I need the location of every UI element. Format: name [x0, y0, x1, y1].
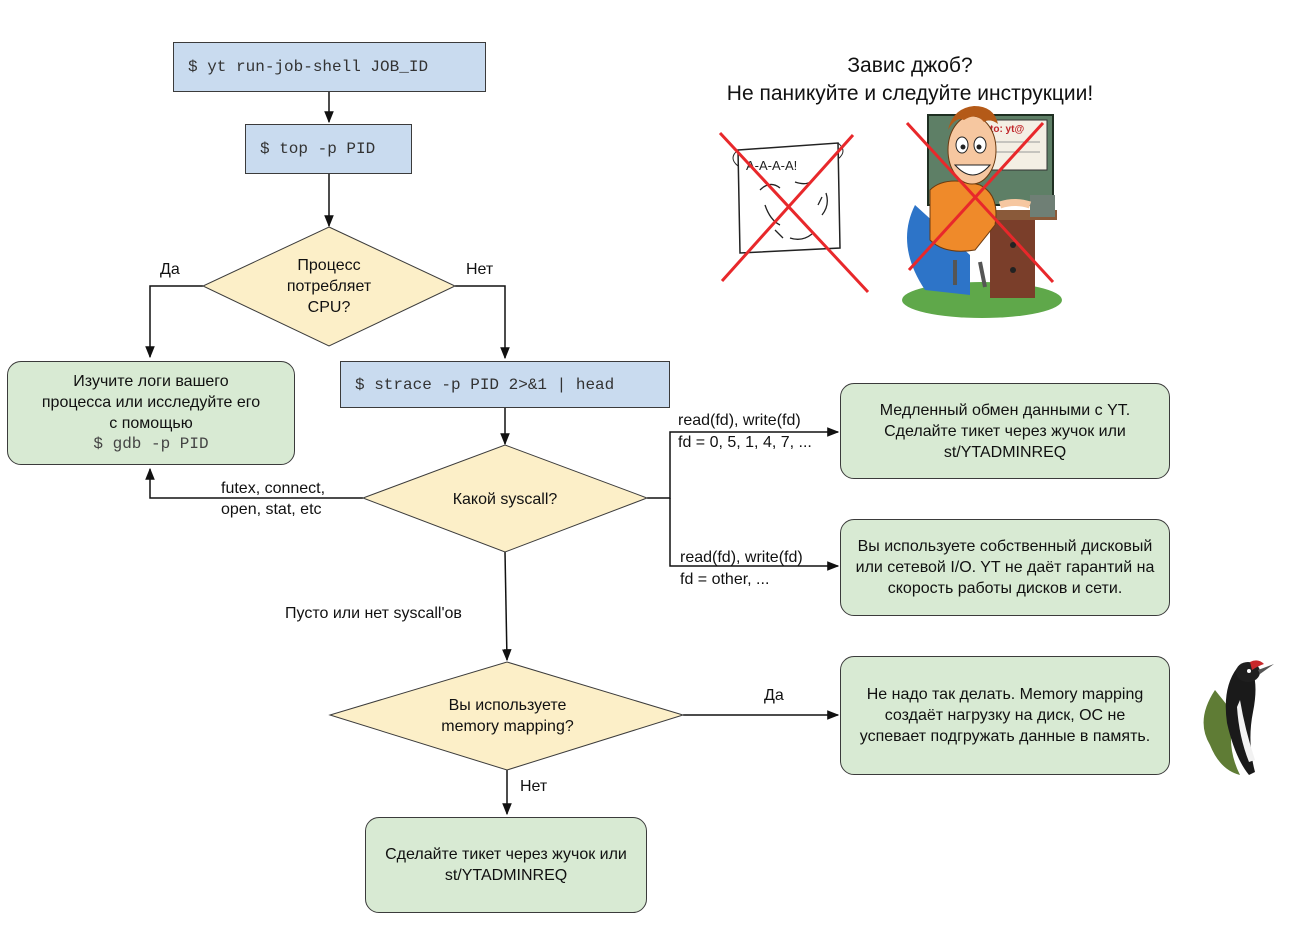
- edge-label-mmap-yes: Да: [764, 687, 784, 704]
- yt-slow-text: Медленный обмен данными с YT. Сделайте т…: [879, 401, 1131, 461]
- logs-note-line-3: с помощью: [109, 415, 193, 432]
- ticket-note: Сделайте тикет через жучок или st/YTADMI…: [365, 817, 647, 913]
- strace-text: $ strace -p PID 2>&1 | head: [355, 375, 615, 394]
- edge-label-cpu-yes: Да: [160, 261, 180, 278]
- ticket-text: Сделайте тикет через жучок или st/YTADMI…: [385, 846, 627, 884]
- logs-note: Изучите логи вашего процесса или исследу…: [7, 361, 295, 465]
- edge-syscall-rw-other: [669, 498, 840, 571]
- syscall-question: Какой syscall?: [452, 490, 558, 508]
- edge-cpu-no: [455, 285, 510, 360]
- edge-label-rw-other-2: fd = other, ...: [680, 571, 770, 588]
- panicking-man-icon: to: yt@: [902, 106, 1062, 318]
- cpu-question: Процесс потребляет CPU?: [286, 256, 372, 316]
- title-line-2: Не паникуйте и следуйте инструкции!: [726, 82, 1094, 105]
- logs-note-line-1: Изучите логи вашего: [73, 373, 229, 390]
- edge-label-mmap-no: Нет: [520, 778, 548, 795]
- run-job-shell-box: $ yt run-job-shell JOB_ID: [173, 42, 486, 92]
- edge-label-rw-yt-2: fd = 0, 5, 1, 4, 7, ...: [678, 434, 812, 451]
- edge-syscall-rw-yt: [647, 427, 840, 499]
- edge-cpu-yes: [145, 285, 203, 359]
- mmap-bad-note: Не надо так делать. Memory mapping созда…: [840, 656, 1170, 775]
- top-box: $ top -p PID: [245, 124, 412, 174]
- decision-mmap: [328, 661, 685, 771]
- edge-label-cpu-no: Нет: [466, 261, 494, 278]
- cross-icon: [718, 131, 870, 294]
- run-job-shell-text: $ yt run-job-shell JOB_ID: [188, 58, 429, 76]
- yt-slow-note: Медленный обмен данными с YT. Сделайте т…: [840, 383, 1170, 479]
- cross-icon: [905, 121, 1055, 284]
- edge-label-empty: Пусто или нет syscall'ов: [285, 605, 462, 622]
- svg-text:A-A-A-A!: A-A-A-A!: [746, 158, 797, 173]
- own-io-note: Вы используете собственный дисковый или …: [840, 519, 1170, 616]
- decision-syscall: [361, 444, 649, 553]
- edge-label-futex-2: open, stat, etc: [221, 501, 322, 518]
- edge-label-futex-1: futex, connect,: [221, 480, 326, 497]
- edge-syscall-empty: [502, 551, 512, 662]
- edge-label-rw-other-1: read(fd), write(fd): [680, 549, 803, 566]
- title-line-1: Завис джоб?: [847, 54, 973, 77]
- woodpecker-icon: [1203, 660, 1274, 775]
- logs-note-line-2: процесса или исследуйте его: [41, 394, 261, 411]
- edge-label-rw-yt-1: read(fd), write(fd): [678, 412, 801, 429]
- own-io-text: Вы используете собственный дисковый или …: [855, 538, 1155, 597]
- top-text: $ top -p PID: [260, 140, 376, 158]
- edge-syscall-futex: [145, 467, 363, 499]
- gdb-command: $ gdb -p PID: [93, 435, 209, 453]
- decision-cpu: [201, 226, 457, 347]
- strace-box: $ strace -p PID 2>&1 | head: [340, 361, 670, 408]
- panic-scroll-icon: A-A-A-A!: [732, 142, 844, 254]
- svg-text:to: yt@: to: yt@: [990, 124, 1024, 135]
- mmap-bad-text: Не надо так делать. Memory mapping созда…: [859, 686, 1151, 745]
- mmap-question: Вы используете memory mapping?: [441, 697, 574, 735]
- page-title: Завис джоб? Не паникуйте и следуйте инст…: [680, 52, 1140, 108]
